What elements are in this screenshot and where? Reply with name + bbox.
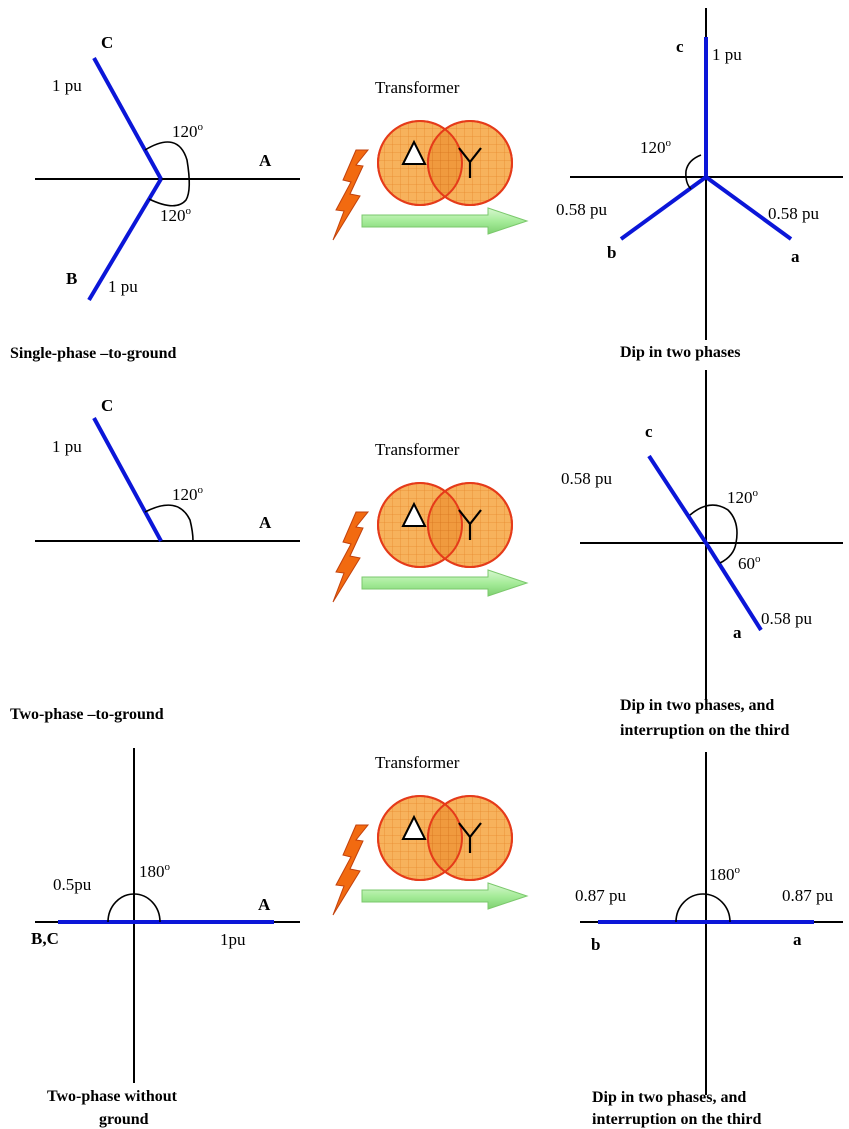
phasor-a	[704, 541, 763, 632]
phasor-a	[704, 175, 793, 241]
row-2-two-phase-to-ground: C 1 pu 120o A Two-phase –to-ground Trans…	[10, 370, 843, 739]
caption-left: Two-phase –to-ground	[10, 706, 164, 723]
mag-a: 0.87 pu	[782, 886, 834, 905]
right-phasor-diagram: 180o 0.87 pu 0.87 pu b a Dip in two phas…	[575, 752, 843, 1128]
mag-B: 1 pu	[108, 277, 138, 296]
row-3-two-phase-without-ground: 180o 0.5pu A B,C 1pu Two-phase without g…	[31, 748, 843, 1128]
transformer-group: Transformer	[332, 78, 528, 241]
angle-arc	[107, 893, 161, 923]
phasor-C	[92, 417, 163, 542]
transformer-delta-wye-icon	[378, 796, 512, 880]
label-c: c	[676, 37, 684, 56]
label-b: b	[591, 935, 600, 954]
mag-c: 1 pu	[712, 45, 742, 64]
angle-label: 180o	[709, 864, 741, 884]
angle-arc	[144, 504, 194, 542]
mag-b: 0.58 pu	[556, 200, 608, 219]
label-c: c	[645, 422, 653, 441]
label-b: b	[607, 243, 616, 262]
mag-b: 0.87 pu	[575, 886, 627, 905]
transformer-title: Transformer	[375, 753, 460, 772]
transformer-group: Transformer	[332, 440, 528, 603]
label-A: A	[259, 151, 272, 170]
label-a: a	[733, 623, 742, 642]
angle-label: 120o	[172, 484, 204, 504]
mag-BC: 0.5pu	[53, 875, 92, 894]
angle-arc	[685, 154, 702, 190]
label-A: A	[258, 895, 271, 914]
mag-A: 1pu	[220, 930, 246, 949]
mag-C: 1 pu	[52, 76, 82, 95]
angle-upper: 120o	[172, 121, 204, 141]
transformer-delta-wye-icon	[378, 121, 512, 205]
angle-arc	[689, 504, 738, 564]
caption-right-line-1: Dip in two phases, and	[620, 697, 774, 714]
angle-lower: 60o	[738, 553, 761, 573]
label-B: B	[66, 269, 77, 288]
caption-right-line-2: interruption on the third	[620, 722, 789, 739]
left-phasor-diagram: C 1 pu 120o A 120o B 1 pu Single-phase –…	[10, 33, 300, 362]
angle-lower: 120o	[160, 205, 192, 225]
left-phasor-diagram: 180o 0.5pu A B,C 1pu Two-phase without g…	[31, 748, 300, 1128]
caption-left: Single-phase –to-ground	[10, 345, 177, 362]
angle-arc	[144, 141, 191, 207]
right-arrow-icon	[361, 207, 528, 235]
transformer-title: Transformer	[375, 78, 460, 97]
angle-label: 180o	[139, 861, 171, 881]
label-a: a	[791, 247, 800, 266]
mag-c: 0.58 pu	[561, 469, 613, 488]
caption-right: Dip in two phases	[620, 344, 740, 361]
label-C: C	[101, 33, 113, 52]
caption-right-line-2: interruption on the third	[592, 1111, 761, 1128]
label-a: a	[793, 930, 802, 949]
right-arrow-icon	[361, 569, 528, 597]
label-A: A	[259, 513, 272, 532]
transformer-group: Transformer	[332, 753, 528, 916]
right-arrow-icon	[361, 882, 528, 910]
phasor-c	[647, 454, 708, 545]
caption-right-line-1: Dip in two phases, and	[592, 1089, 746, 1106]
right-phasor-diagram: c 0.58 pu 120o 60o 0.58 pu a Dip in two …	[561, 370, 843, 739]
mag-a: 0.58 pu	[761, 609, 813, 628]
transformer-delta-wye-icon	[378, 483, 512, 567]
phasor-b	[619, 175, 708, 241]
transformer-title: Transformer	[375, 440, 460, 459]
label-C: C	[101, 396, 113, 415]
phasor-C	[92, 57, 163, 180]
mag-C: 1 pu	[52, 437, 82, 456]
caption-left-line-2: ground	[99, 1111, 149, 1128]
right-phasor-diagram: c 1 pu 120o 0.58 pu 0.58 pu b a Dip in t…	[556, 8, 843, 361]
angle-upper: 120o	[727, 487, 759, 507]
mag-a: 0.58 pu	[768, 204, 820, 223]
caption-left-line-1: Two-phase without	[47, 1088, 178, 1105]
angle-label: 120o	[640, 137, 672, 157]
angle-arc	[675, 893, 731, 923]
row-1-single-phase-to-ground: C 1 pu 120o A 120o B 1 pu Single-phase –…	[10, 8, 843, 362]
label-BC: B,C	[31, 929, 59, 948]
left-phasor-diagram: C 1 pu 120o A Two-phase –to-ground	[10, 396, 300, 723]
